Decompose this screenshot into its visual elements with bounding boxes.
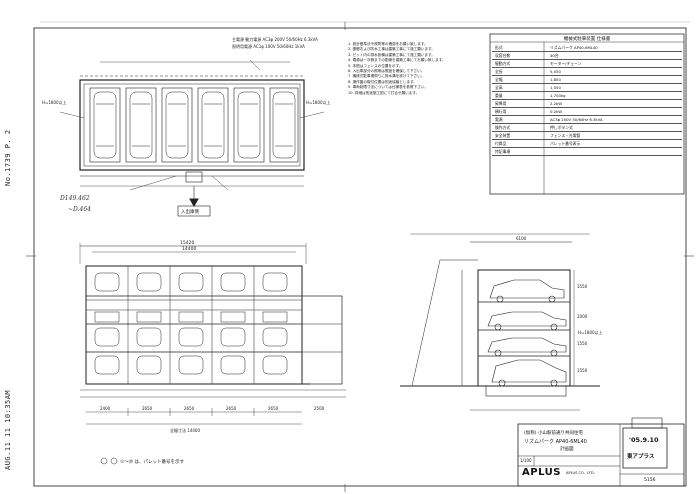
spec-key: 全高	[495, 84, 503, 90]
spec-key: 収容台数	[495, 52, 511, 58]
title-drawing: 計画図	[560, 447, 574, 452]
spec-row: 昇降用 2.2kW	[492, 100, 682, 108]
spec-row: 形式 リズムパーク AP40-6ML40	[492, 44, 682, 52]
spec-key: 昇降用	[495, 100, 507, 106]
spec-value: パレット番号表示	[550, 140, 581, 146]
stamp-name: 東アプラス	[627, 454, 655, 460]
spec-row: 全幅 1,850	[492, 76, 682, 84]
elev-bottom-dim-1: 2400	[100, 406, 111, 411]
spec-value: 40台	[550, 52, 559, 58]
spec-value: 1,700kg	[550, 93, 566, 98]
spec-value: 5,050	[550, 69, 561, 74]
section-height-dim-2: 2000	[577, 314, 588, 319]
side-section	[400, 233, 600, 411]
title-block-frame	[517, 417, 685, 487]
elev-overall-dim: 15420	[180, 240, 194, 246]
elev-bottom-dim-4: 2650	[226, 406, 237, 411]
elev-mid-dim: 14400	[182, 246, 196, 252]
section-height-dim-3: 1550	[577, 341, 588, 346]
elev-bottom-dim-2: 2650	[142, 406, 153, 411]
spec-value: リズムパーク AP40-6ML40	[550, 44, 598, 50]
spec-key: 重量	[495, 92, 503, 98]
plan-right-h-note: H=1800以上	[306, 99, 331, 105]
section-h-note: H=1800以上	[578, 329, 603, 335]
spec-key: 電源	[495, 116, 503, 122]
drawing-number: 5156	[644, 478, 656, 483]
plan-entrance-label: 入出庫側	[181, 208, 199, 215]
section-height-dim-4: 1550	[577, 368, 588, 373]
spec-value: 0.2kW	[550, 109, 562, 114]
spec-table-title: 機械式駐車装置 仕様書	[563, 37, 611, 42]
elev-bottom-dim-5: 2650	[268, 406, 279, 411]
note-item: 4. 電源は一次側までの配線を建築工事にてお願い致します。	[348, 58, 446, 63]
spec-key: 安全装置	[495, 132, 511, 138]
spec-key: 付属品	[495, 140, 507, 146]
spec-value: 押しボタン式	[550, 124, 573, 130]
note-item: 10. 詳細は別途施工図にて打合せ願います。	[348, 90, 420, 95]
spec-value: 1,850	[550, 77, 561, 82]
spec-key: 駆動方式	[495, 60, 511, 66]
elev-note-label: ①〜⑳ は、パレット番号を示す	[120, 458, 184, 465]
plan-power-note-1: 主電源 動力電源 AC3φ 200V 50/60Hz 6.3kVA	[232, 36, 318, 42]
side-page-number: No.1739 P. 2	[4, 129, 12, 186]
elev-bottom-dim-6: 2500	[314, 406, 325, 411]
spec-row: 全高 1,550	[492, 84, 682, 92]
plan-handwritten-1: D149.462	[59, 195, 90, 202]
company-full-name: APLUS CO., LTD.	[566, 471, 595, 475]
plan-view	[59, 59, 325, 217]
title-project: (仮称) 小山駅前通り共同住宅	[524, 431, 583, 436]
spec-key: 全幅	[495, 76, 503, 82]
spec-value: モーター/チェーン	[550, 60, 582, 66]
sheet-border	[33, 27, 687, 487]
spec-row: 操作方式 押しボタン式	[492, 124, 682, 132]
title-scale: 1/100	[520, 458, 532, 463]
spec-key: 横行用	[495, 108, 507, 114]
section-depth-dim: 6100	[516, 236, 527, 241]
spec-value: フェンス・光電管	[550, 132, 581, 138]
plan-power-note-2: 照明用電源 AC1φ 100V 50/60Hz 1kVA	[232, 43, 305, 49]
spec-row: 特記事項	[492, 148, 682, 156]
spec-key: 操作方式	[495, 124, 511, 130]
note-item: 2. 基礎および防水工事は建築工事にて施工願います。	[348, 47, 435, 52]
spec-key: 特記事項	[495, 148, 511, 154]
spec-row: 付属品 パレット番号表示	[492, 140, 682, 148]
note-item: 7. 機械式駐車場周りに排水溝を設けて下さい。	[348, 74, 425, 79]
spec-value: AC3φ 200V 50/60Hz 6.3kVA	[550, 117, 603, 122]
spec-row: 重量 1,700kg	[492, 92, 682, 100]
note-item: 5. 本図はフェンスの位置を示す。	[348, 63, 403, 68]
plan-handwritten-2: ~D.464	[68, 206, 91, 213]
spec-value: 1,550	[550, 85, 561, 90]
spec-row: 駆動方式 モーター/チェーン	[492, 60, 682, 68]
note-item: 6. 入出庫部分の照明は照度を確保して下さい。	[348, 69, 425, 74]
section-height-dim-1: 1550	[577, 284, 588, 289]
elev-bottom-total: 全幅寸法 14400	[170, 427, 200, 433]
title-product: リズムパーク AP40-6ML40	[524, 439, 587, 445]
note-item: 8. 操作盤の取付位置は別途協議とします。	[348, 79, 417, 84]
company-logo: APLUS	[522, 467, 561, 478]
spec-row: 収容台数 40台	[492, 52, 682, 60]
note-item: 1. 設計基準法令規則等の確認をお願い致します。	[348, 42, 428, 46]
spec-row: 全長 5,050	[492, 68, 682, 76]
plan-left-h-note: H=1800以上	[42, 99, 67, 105]
spec-key: 全長	[495, 68, 503, 74]
stamp-date: '05.9.10	[629, 436, 659, 444]
spec-row: 安全装置 フェンス・光電管	[492, 132, 682, 140]
note-item: 3. ピット内の排水設備は建築工事にて施工願います。	[348, 52, 435, 57]
spec-row: 電源 AC3φ 200V 50/60Hz 6.3kVA	[492, 116, 682, 124]
spec-row: 横行用 0.2kW	[492, 108, 682, 116]
spec-table-frame	[489, 33, 685, 195]
elev-bottom-dim-3: 2650	[184, 406, 195, 411]
fax-header: AUG.11 11 10:35AM	[4, 389, 12, 470]
general-notes: 1. 設計基準法令規則等の確認をお願い致します。 2. 基礎および防水工事は建築…	[348, 42, 488, 96]
front-elevation	[79, 243, 346, 465]
note-item: 9. 車両制限寸法については仕様表を参照下さい。	[348, 85, 428, 90]
spec-key: 形式	[495, 44, 503, 50]
spec-value: 2.2kW	[550, 101, 562, 106]
